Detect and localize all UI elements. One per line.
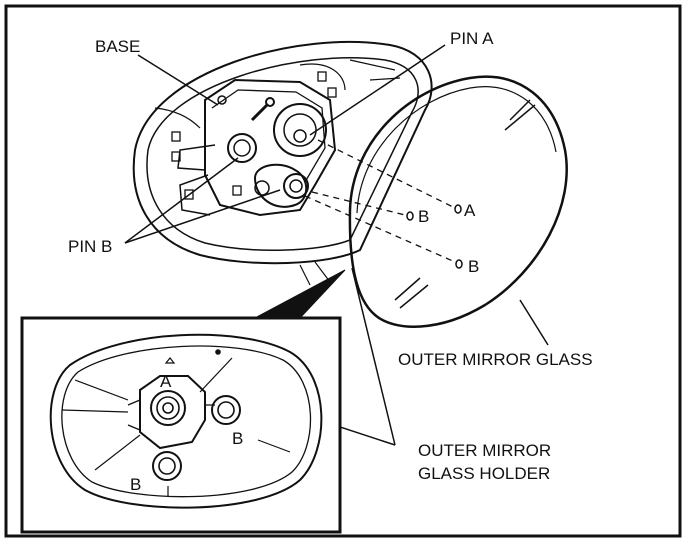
- inset-label-a: A: [160, 372, 172, 391]
- alignment-lines: [304, 139, 456, 263]
- label-holder-line2: GLASS HOLDER: [418, 464, 550, 483]
- label-holder-line1: OUTER MIRROR: [418, 441, 551, 460]
- mirror-base: [171, 63, 346, 217]
- outer-mirror-glass: [348, 75, 568, 328]
- diagram-frame: [4, 4, 682, 538]
- glass-pin-sockets: [406, 204, 463, 269]
- inset-label-b-bottom: B: [130, 475, 141, 494]
- callout-a: A: [464, 201, 476, 220]
- leader-lines: [124, 44, 549, 446]
- label-outer-mirror-glass: OUTER MIRROR GLASS: [398, 350, 593, 369]
- label-pin-a: PIN A: [450, 29, 494, 48]
- mirror-housing: [132, 40, 433, 286]
- inset-label-b-right: B: [232, 429, 243, 448]
- inset-callout-wedge: [254, 269, 346, 319]
- label-base: BASE: [95, 37, 140, 56]
- callout-b-lower: B: [468, 257, 479, 276]
- callout-b-upper: B: [418, 207, 429, 226]
- inset-detail: [20, 316, 342, 534]
- label-pin-b: PIN B: [68, 237, 112, 256]
